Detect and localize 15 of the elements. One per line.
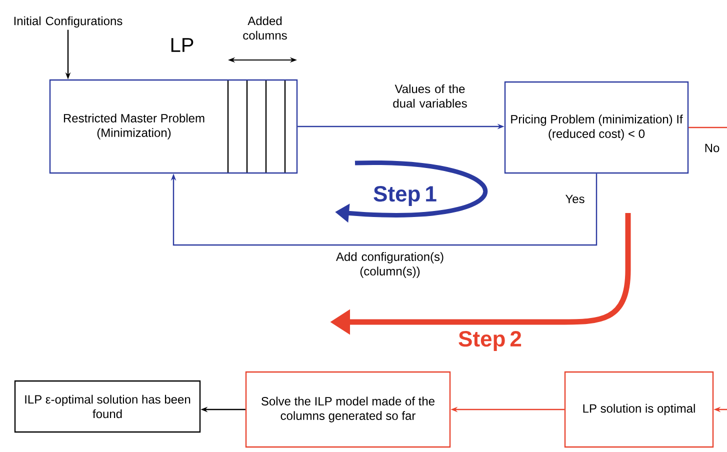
annotation-text: Added columns xyxy=(243,16,287,40)
step-label: Step 2 xyxy=(458,331,522,351)
step-label: Step 1 xyxy=(374,186,436,206)
arrow xyxy=(170,174,598,246)
edge-label: No xyxy=(705,144,720,152)
process-box: Restricted Master Problem (Minimization) xyxy=(49,79,298,174)
process-box: ILP ε-optimal solution has been found xyxy=(14,380,201,433)
branch-label: Yes xyxy=(566,194,584,204)
title-text: LP xyxy=(171,38,194,52)
process-box: Pricing Problem (minimization) If (reduced cost) < 0 xyxy=(504,81,689,174)
process-box: LP solution is optimal xyxy=(564,371,714,448)
process-box: Solve the ILP model made of the columns generated so far xyxy=(245,371,451,448)
annotation-text: Initial Configurations xyxy=(14,16,122,28)
edge-label: Values of the dual variables xyxy=(393,84,467,108)
edge-label: Add configuration(s) (column(s)) xyxy=(336,252,444,278)
